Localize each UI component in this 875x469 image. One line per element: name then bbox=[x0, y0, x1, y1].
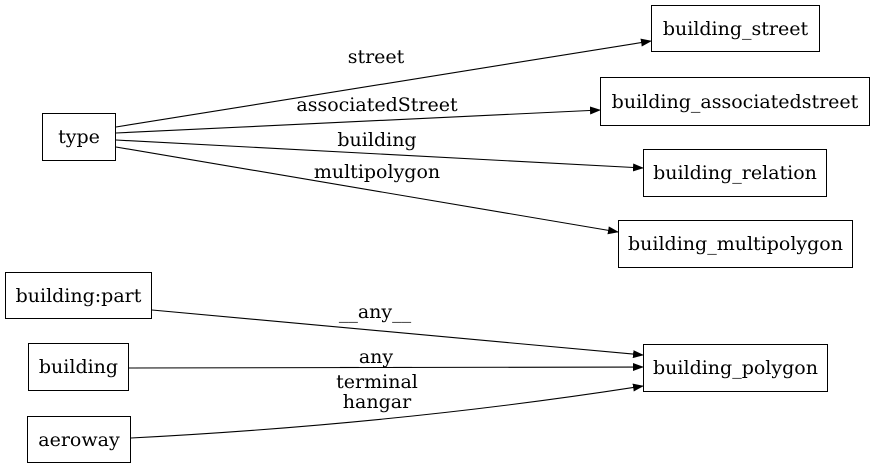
node-label: building bbox=[38, 356, 119, 378]
node-label: building_street bbox=[662, 17, 809, 40]
edge-label-building-part-to-building-polygon: __any__ bbox=[338, 301, 412, 323]
edge-type-to-building-relation bbox=[115, 139, 644, 172]
node-label: building:part bbox=[15, 284, 142, 307]
node-building-associatedstreet: building_associatedstreet bbox=[600, 77, 870, 126]
node-building-part: building:part bbox=[5, 272, 152, 319]
edge-label-type-to-building-street: street bbox=[347, 46, 405, 68]
node-label: building_multipolygon bbox=[628, 233, 843, 255]
edge-building-to-building-polygon bbox=[128, 363, 644, 372]
edge-aeroway-to-building-polygon bbox=[130, 383, 644, 439]
node-building-street: building_street bbox=[651, 5, 820, 52]
node-aeroway: aeroway bbox=[27, 416, 131, 463]
edge-type-to-building-associatedstreet bbox=[115, 106, 601, 134]
node-type: type bbox=[42, 113, 116, 161]
edge-type-to-building-street bbox=[115, 38, 652, 128]
edge-label-type-to-building-associatedstreet: associatedStreet bbox=[296, 94, 458, 116]
edge-label-aeroway-to-building-polygon: terminal hangar bbox=[336, 371, 418, 413]
node-label: building_relation bbox=[653, 162, 817, 184]
edge-label-building-to-building-polygon: __any__ bbox=[339, 346, 413, 368]
node-label: building_associatedstreet bbox=[611, 90, 859, 113]
node-building-multipolygon: building_multipolygon bbox=[618, 220, 853, 268]
node-label: type bbox=[58, 126, 100, 148]
node-label: building_polygon bbox=[653, 357, 818, 379]
node-building: building bbox=[28, 343, 129, 391]
edge-label-type-to-building-relation: building bbox=[337, 129, 417, 151]
node-label: aeroway bbox=[38, 428, 120, 451]
edge-building-part-to-building-polygon bbox=[151, 309, 644, 359]
node-building-polygon: building_polygon bbox=[643, 344, 828, 392]
edge-label-type-to-building-multipolygon: multipolygon bbox=[313, 161, 441, 183]
edge-type-to-building-multipolygon bbox=[115, 146, 619, 235]
node-building-relation: building_relation bbox=[643, 149, 827, 197]
